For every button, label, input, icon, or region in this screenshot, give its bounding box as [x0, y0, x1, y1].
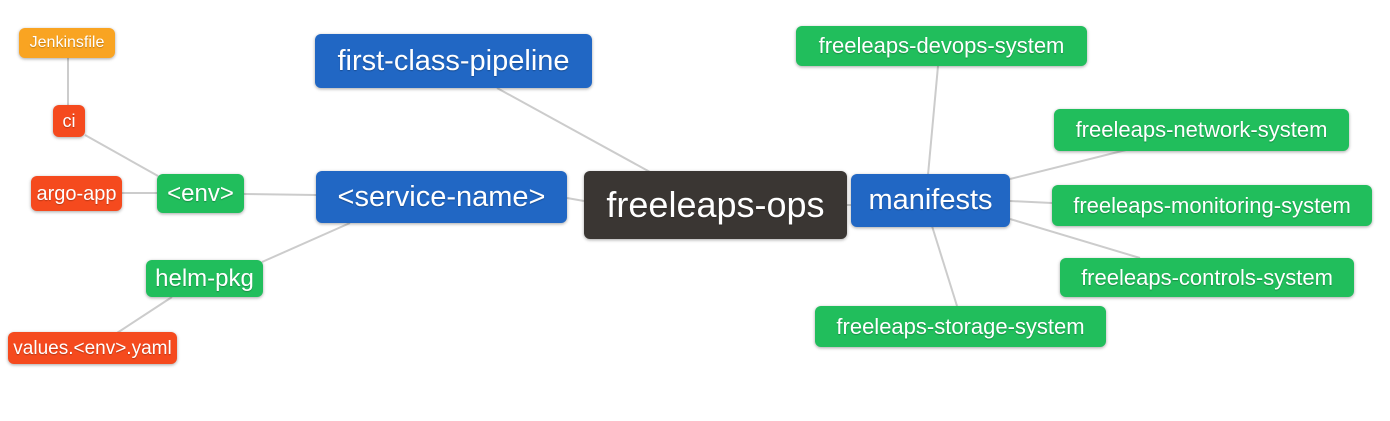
- edge-manifests-network-system: [1009, 149, 1127, 180]
- edge-manifests-monitoring-system: [1009, 200, 1053, 204]
- node-env[interactable]: <env>: [157, 174, 244, 213]
- edge-helm-pkg-service-name: [261, 222, 351, 263]
- edge-ci-env: [84, 134, 159, 177]
- node-helm-pkg[interactable]: helm-pkg: [146, 260, 263, 297]
- edge-service-name-freeleaps-ops: [566, 197, 585, 202]
- node-freeleaps-devops-system[interactable]: freeleaps-devops-system: [796, 26, 1087, 66]
- node-jenkinsfile[interactable]: Jenkinsfile: [19, 28, 115, 58]
- edge-values-helm-pkg: [116, 296, 173, 334]
- node-freeleaps-storage-system[interactable]: freeleaps-storage-system: [815, 306, 1106, 347]
- edge-env-service-name: [243, 193, 317, 196]
- node-freeleaps-controls-system[interactable]: freeleaps-controls-system: [1060, 258, 1354, 297]
- edge-manifests-controls-system: [1009, 218, 1141, 259]
- edge-manifests-storage-system: [931, 225, 958, 307]
- node-manifests[interactable]: manifests: [851, 174, 1010, 227]
- node-values-env-yaml[interactable]: values.<env>.yaml: [8, 332, 177, 364]
- node-service-name[interactable]: <service-name>: [316, 171, 567, 223]
- edge-pipeline-freeleaps-ops: [496, 87, 651, 173]
- node-freeleaps-network-system[interactable]: freeleaps-network-system: [1054, 109, 1349, 151]
- node-ci[interactable]: ci: [53, 105, 85, 137]
- node-freeleaps-monitoring-system[interactable]: freeleaps-monitoring-system: [1052, 185, 1372, 226]
- node-first-class-pipeline[interactable]: first-class-pipeline: [315, 34, 592, 88]
- node-argo-app[interactable]: argo-app: [31, 176, 122, 211]
- node-freeleaps-ops[interactable]: freeleaps-ops: [584, 171, 847, 239]
- edge-manifests-devops-system: [927, 65, 939, 176]
